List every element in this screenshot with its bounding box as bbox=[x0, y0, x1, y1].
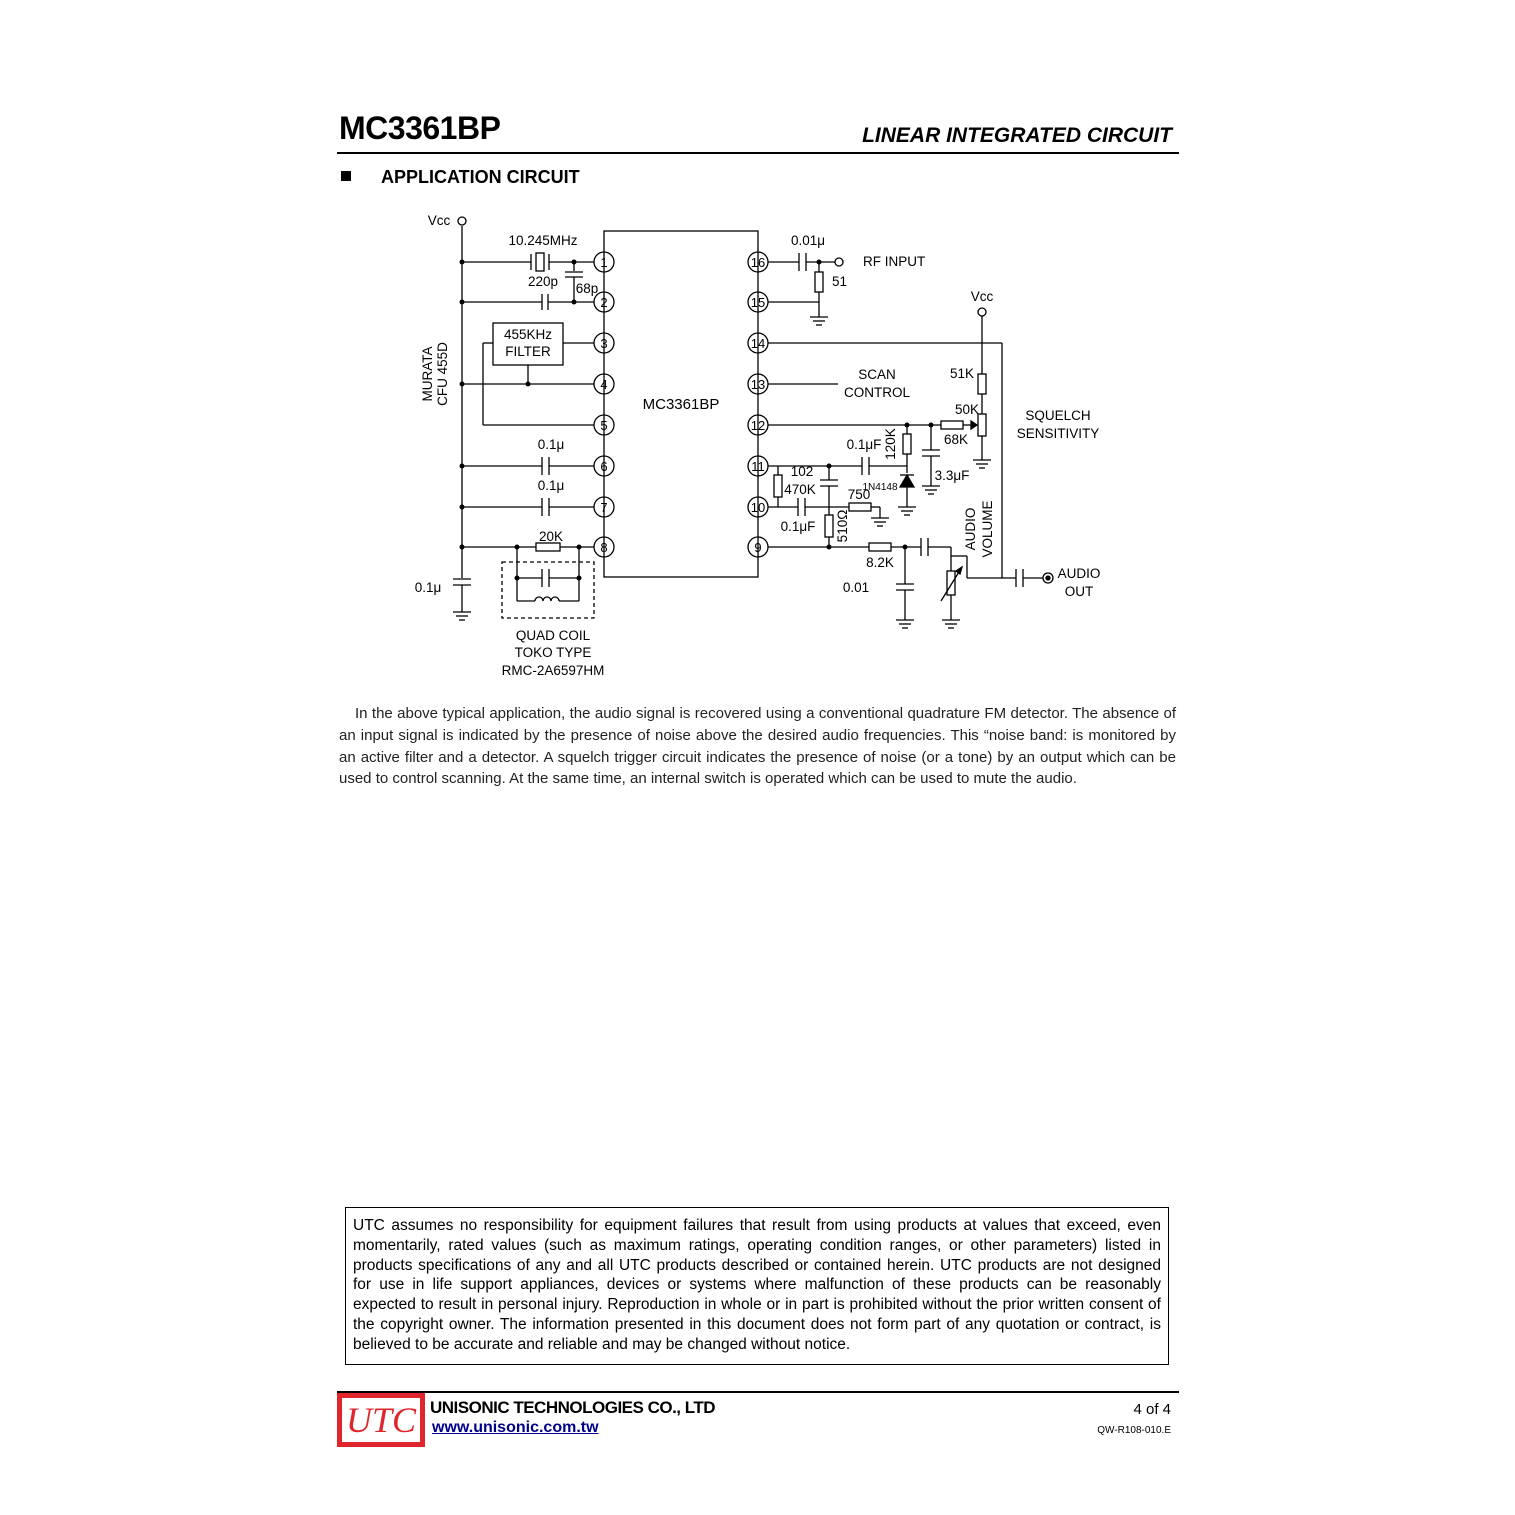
disclaimer-box: UTC assumes no responsibility for equipm… bbox=[345, 1207, 1169, 1365]
logo-text: UTC bbox=[342, 1398, 420, 1442]
cap-pin6-label: 0.1μ bbox=[538, 437, 565, 452]
cap-pin7-label: 0.1μ bbox=[538, 478, 565, 493]
cap-bottom-left-label: 0.1μ bbox=[415, 580, 442, 595]
ic-label: MC3361BP bbox=[643, 396, 720, 413]
section-heading: APPLICATION CIRCUIT bbox=[341, 167, 580, 188]
pin-5: 5 bbox=[600, 418, 607, 433]
audio-out-label-2: OUT bbox=[1065, 584, 1094, 599]
description-paragraph: In the above typical application, the au… bbox=[339, 703, 1176, 790]
pin-11: 11 bbox=[751, 459, 765, 474]
res-510-label: 510Ω bbox=[835, 510, 850, 543]
murata-label-2: CFU 455D bbox=[435, 342, 450, 406]
audio-out-label-1: AUDIO bbox=[1058, 566, 1101, 581]
cap-rf-label: 0.01μ bbox=[791, 233, 825, 248]
pin-8: 8 bbox=[600, 540, 607, 555]
cap-220p-label: 220p bbox=[528, 274, 558, 289]
ic-body bbox=[603, 230, 759, 578]
cap-001-label: 0.01 bbox=[843, 580, 869, 595]
pin-12: 12 bbox=[751, 418, 765, 433]
scan-label-1: SCAN bbox=[858, 367, 896, 382]
diode-label: 1N4148 bbox=[862, 482, 897, 493]
res-20k-label: 20K bbox=[539, 529, 563, 544]
rf-input-label: RF INPUT bbox=[863, 254, 925, 269]
footer-divider bbox=[337, 1391, 1179, 1393]
document-category: LINEAR INTEGRATED CIRCUIT bbox=[862, 124, 1172, 147]
cap-01uf-a-label: 0.1μF bbox=[847, 437, 882, 452]
header-divider bbox=[337, 152, 1179, 154]
pin-2: 2 bbox=[600, 295, 607, 310]
audio-volume-label-2: VOLUME bbox=[980, 500, 995, 557]
cap-33uf-label: 3.3μF bbox=[935, 468, 970, 483]
pin-13: 13 bbox=[751, 377, 765, 392]
page-number: 4 of 4 bbox=[1133, 1401, 1171, 1418]
pin-6: 6 bbox=[600, 459, 607, 474]
pin-1: 1 bbox=[600, 255, 607, 270]
squelch-label-1: SQUELCH bbox=[1025, 408, 1090, 423]
res-120k-label: 120K bbox=[883, 428, 898, 460]
application-circuit-diagram: 1 2 3 4 5 6 7 8 9 10 11 12 13 14 15 16 M… bbox=[415, 213, 1101, 678]
pin-15: 15 bbox=[751, 295, 765, 310]
part-number-title: MC3361BP bbox=[339, 110, 501, 146]
pin-4: 4 bbox=[600, 377, 607, 392]
document-number: QW-R108-010.E bbox=[1097, 1425, 1171, 1436]
res-82k-label: 8.2K bbox=[866, 555, 894, 570]
vcc-right-label: Vcc bbox=[971, 289, 994, 304]
audio-volume-label-1: AUDIO bbox=[963, 508, 978, 551]
res-750-label: 750 bbox=[848, 487, 871, 502]
section-title: APPLICATION CIRCUIT bbox=[381, 167, 580, 187]
res-470k-label: 470K bbox=[784, 482, 816, 497]
res-51-label: 51 bbox=[832, 274, 847, 289]
scan-label-2: CONTROL bbox=[844, 385, 910, 400]
vcc-left-label: Vcc bbox=[428, 213, 451, 228]
filter-label-2: FILTER bbox=[505, 344, 551, 359]
crystal-label: 10.245MHz bbox=[508, 233, 577, 248]
square-bullet-icon bbox=[341, 171, 351, 182]
pin-10: 10 bbox=[751, 500, 765, 515]
quad-coil-label-3: RMC-2A6597HM bbox=[502, 663, 605, 678]
quad-coil-label-1: QUAD COIL bbox=[516, 628, 591, 643]
vcc-left-terminal bbox=[457, 216, 467, 226]
quad-coil-label-2: TOKO TYPE bbox=[515, 645, 592, 660]
pin-3: 3 bbox=[600, 336, 607, 351]
company-name: UNISONIC TECHNOLOGIES CO., LTD bbox=[430, 1398, 716, 1417]
squelch-label-2: SENSITIVITY bbox=[1017, 426, 1100, 441]
res-50k-label: 50K bbox=[955, 402, 979, 417]
utc-logo: UTC bbox=[337, 1393, 425, 1447]
pin-16: 16 bbox=[751, 255, 765, 270]
pin-7: 7 bbox=[600, 500, 607, 515]
filter-label-1: 455KHz bbox=[504, 327, 552, 342]
pin-14: 14 bbox=[751, 336, 765, 351]
website-link[interactable]: www.unisonic.com.tw bbox=[432, 1419, 599, 1436]
cap-68p-label: 68p bbox=[576, 281, 599, 296]
description-text: In the above typical application, the au… bbox=[339, 705, 1176, 788]
res-51k-label: 51K bbox=[950, 366, 974, 381]
cap-01uf-b-label: 0.1μF bbox=[781, 519, 816, 534]
quad-coil-box bbox=[501, 561, 595, 619]
res-68k-label: 68K bbox=[944, 432, 968, 447]
murata-label-1: MURATA bbox=[420, 347, 435, 402]
cap-102-label: 102 bbox=[791, 464, 814, 479]
pin-9: 9 bbox=[754, 540, 761, 555]
